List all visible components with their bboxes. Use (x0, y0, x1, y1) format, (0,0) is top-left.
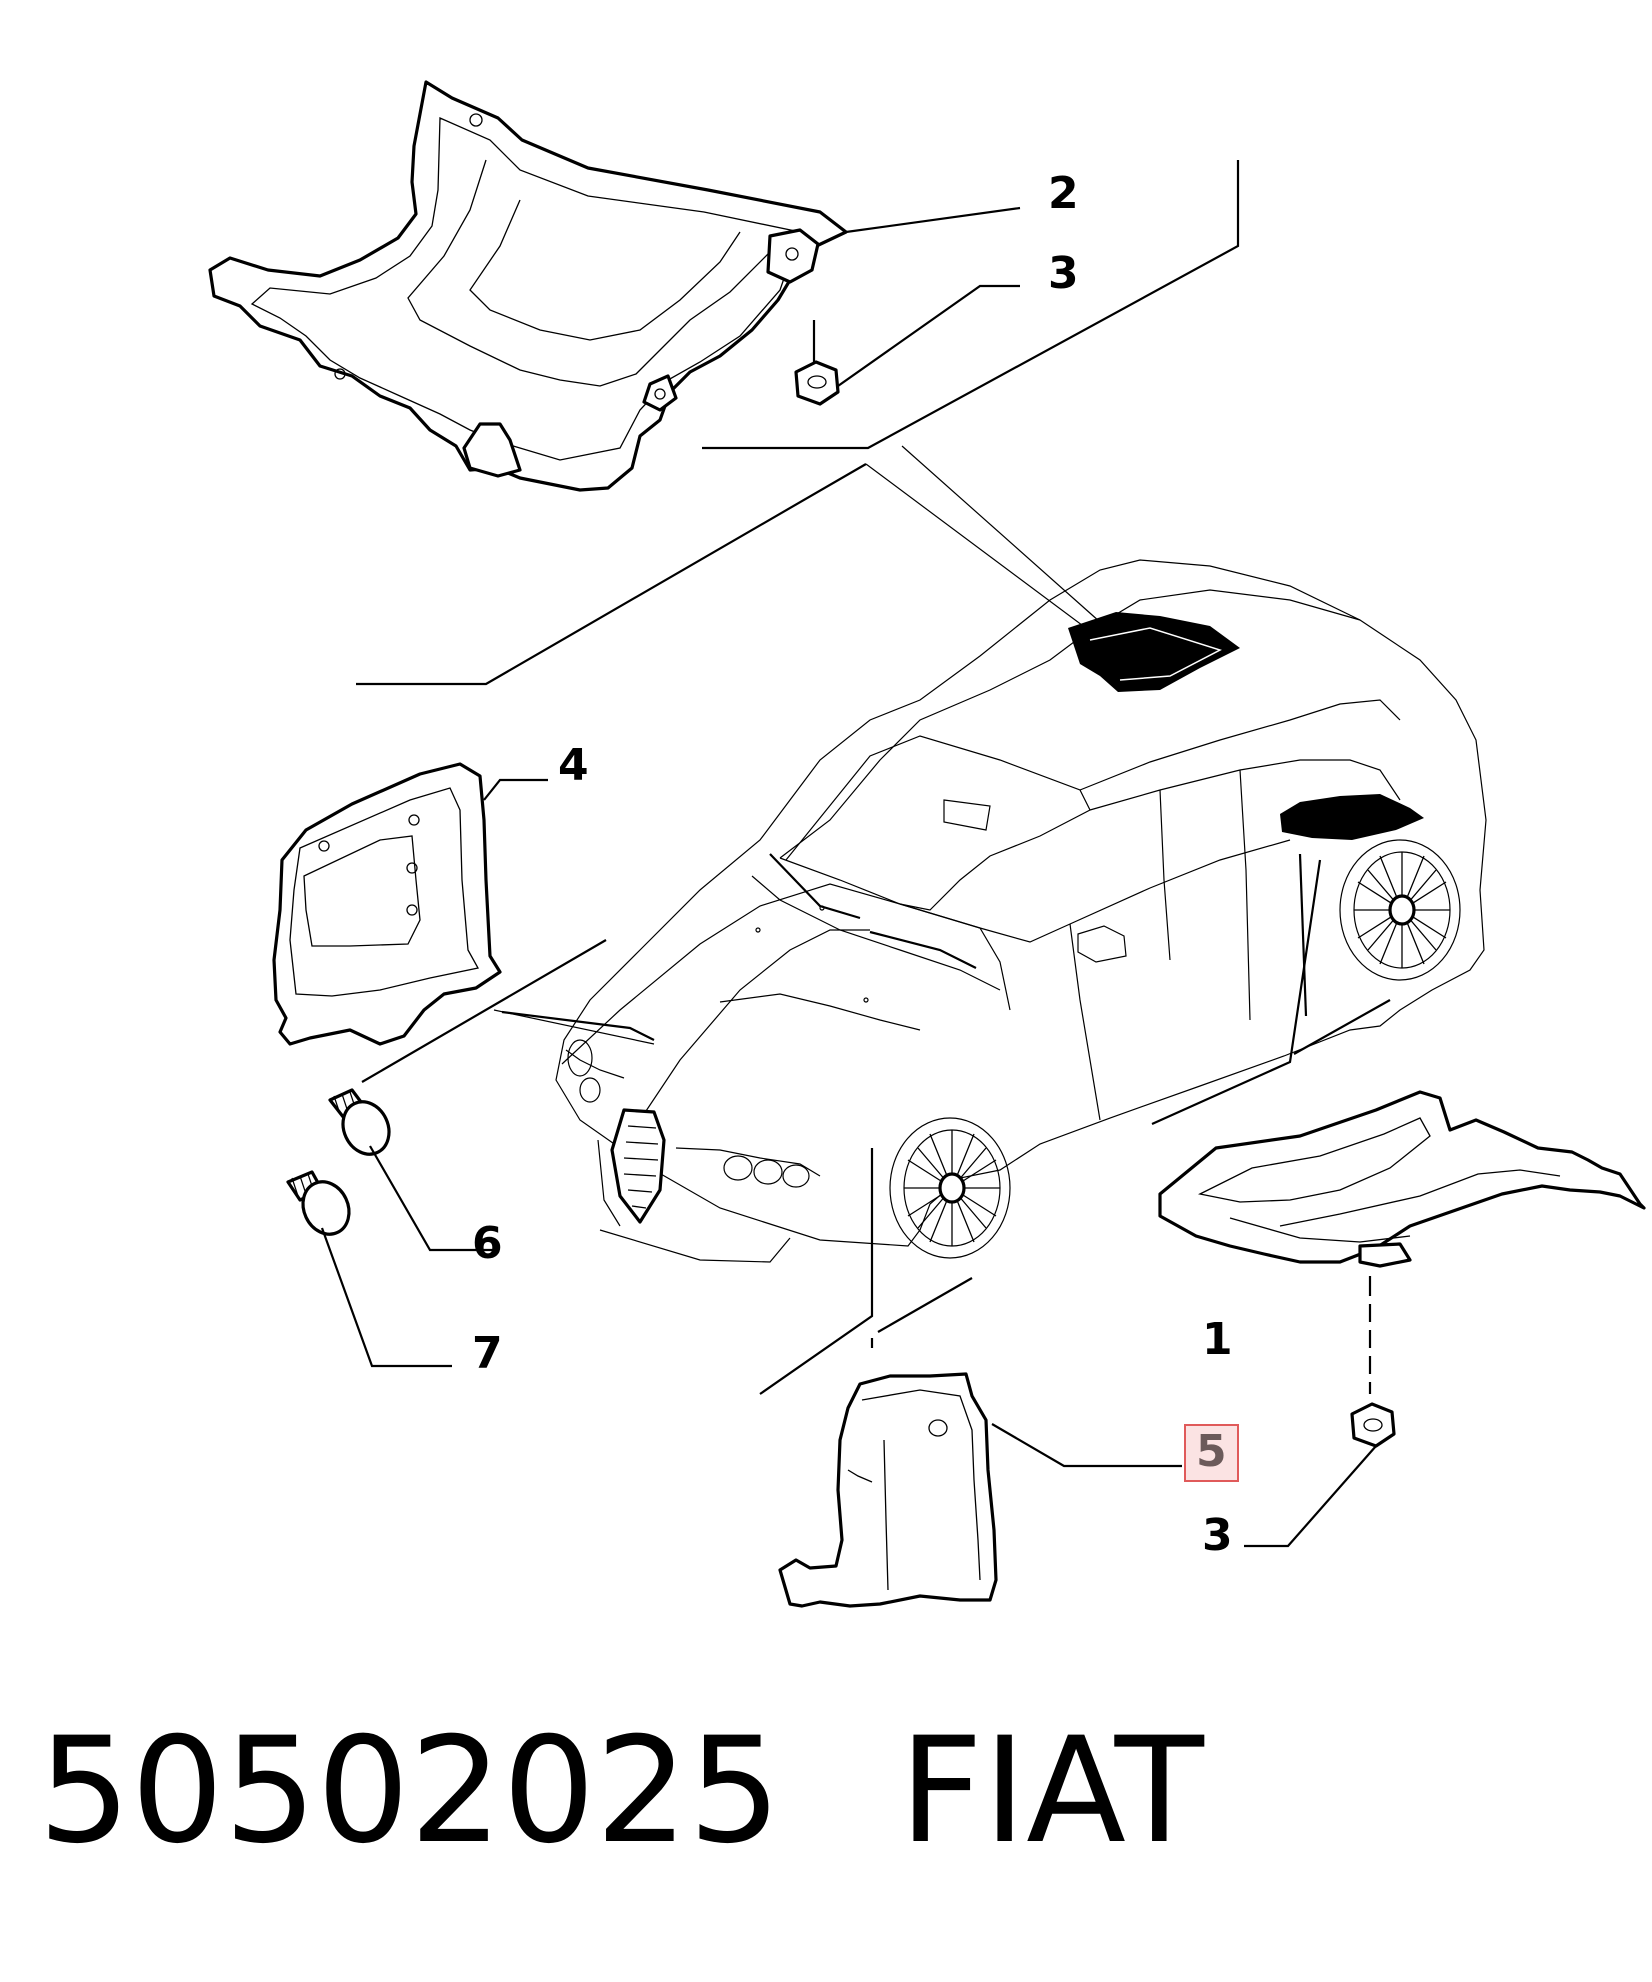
part-3-nut-bottom (1244, 1276, 1396, 1548)
brand-name: FIAT (899, 1706, 1204, 1876)
callout-2: 2 (1048, 168, 1079, 219)
part-4-arch-liner (272, 762, 548, 1046)
callout-3-top: 3 (1048, 248, 1079, 299)
callout-5-highlighted[interactable]: 5 (1184, 1424, 1239, 1482)
part-7-screw (286, 1170, 452, 1368)
callout-1: 1 (1202, 1314, 1233, 1365)
callout-4: 4 (558, 740, 589, 791)
callout-6: 6 (472, 1218, 503, 1269)
part-1-rear-shield (1158, 1090, 1646, 1268)
callout-3-bottom: 3 (1202, 1510, 1233, 1561)
car-illustration (555, 559, 1487, 1263)
part-6-screw (328, 1088, 494, 1252)
part-2-underbody-shield (208, 80, 1021, 492)
leader-lines (356, 160, 1391, 1395)
part-5-rear-arch-liner (778, 1372, 1182, 1608)
part-3-nut-top (794, 284, 1020, 406)
callout-7: 7 (472, 1328, 503, 1379)
part-number: 50502025 (38, 1706, 782, 1876)
